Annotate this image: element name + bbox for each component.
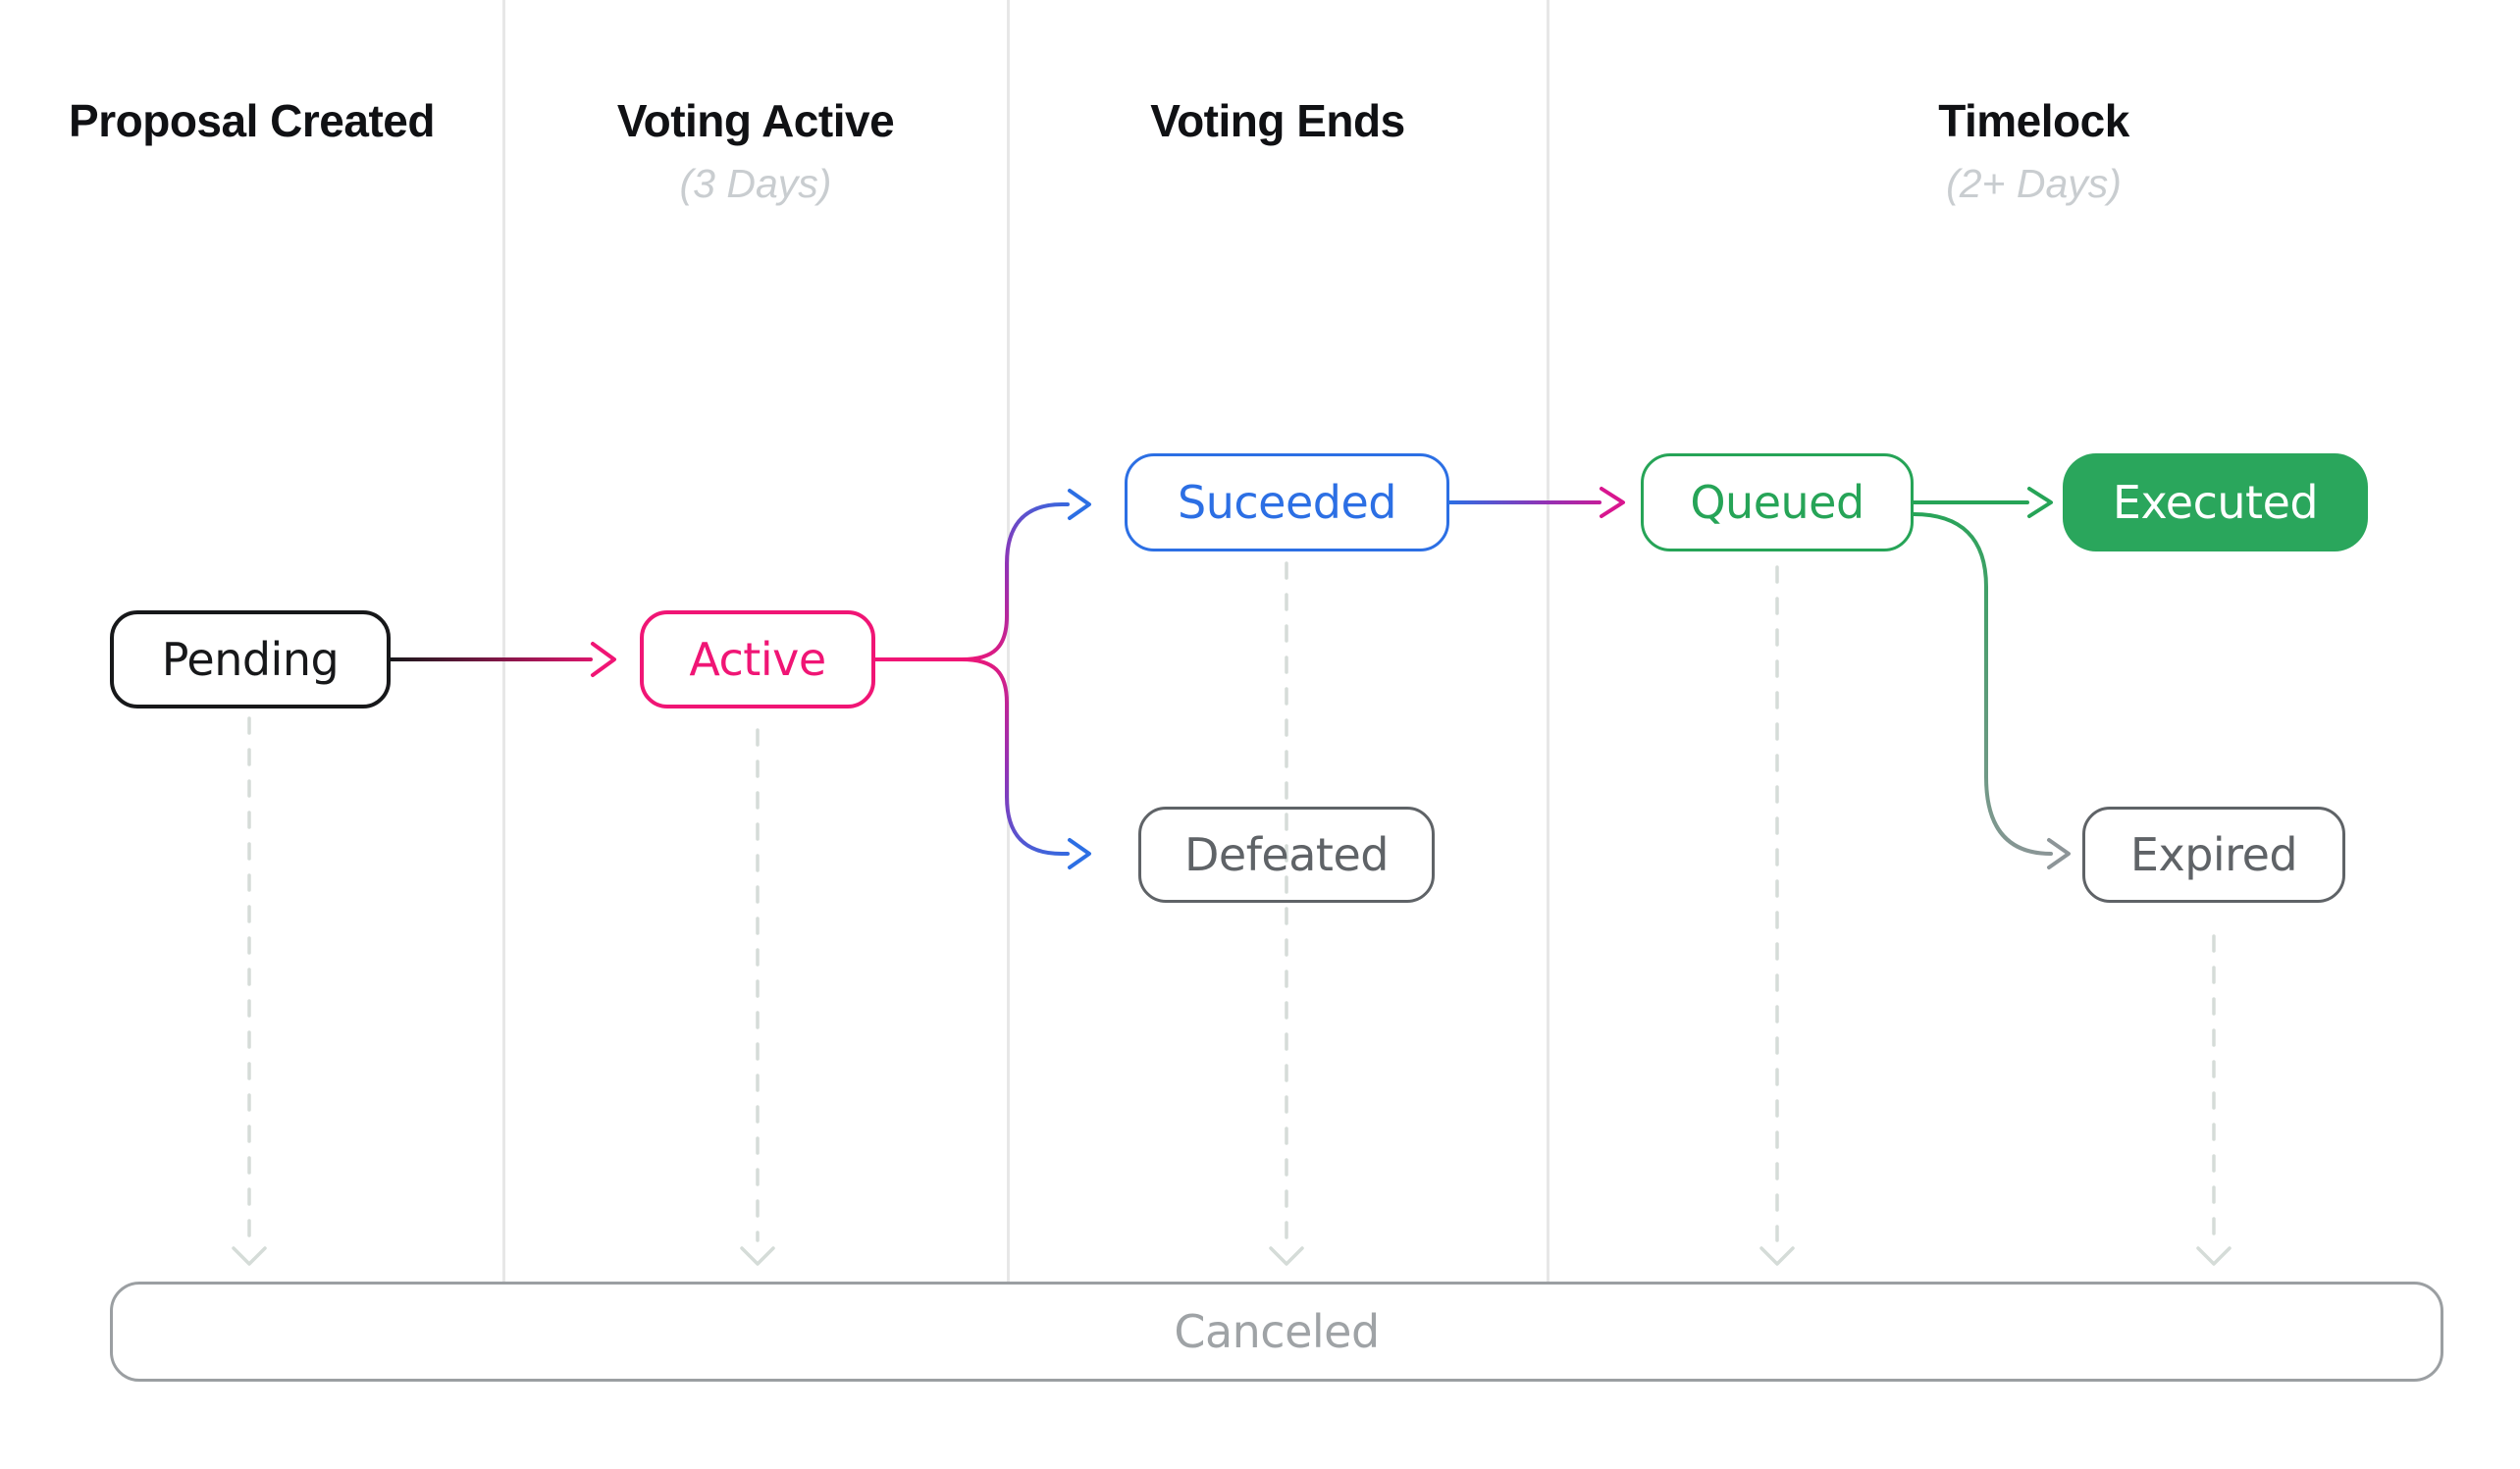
edge-queued-to-expired — [1912, 512, 2053, 856]
arrowhead-active-to-defeated — [1068, 838, 1091, 869]
arrowhead-expired-to-canceled — [2196, 1246, 2231, 1266]
column-subtitle: (3 Days) — [679, 161, 832, 206]
state-succeeded: Suceeded — [1125, 453, 1449, 551]
arrowhead-pending-to-active — [591, 642, 616, 677]
column-title: Proposal Created — [69, 95, 435, 146]
arrowhead-succeeded-to-canceled — [1269, 1246, 1304, 1266]
column-subtitle: (2+ Days) — [1946, 161, 2122, 206]
state-defeated: Defeated — [1138, 807, 1435, 903]
arrowhead-pending-to-canceled — [232, 1246, 267, 1266]
column-title: Voting Active — [616, 95, 895, 146]
column-separator-1 — [502, 0, 505, 1282]
column-title: Voting Ends — [1150, 95, 1405, 146]
column-title: Timelock — [1938, 95, 2129, 146]
state-executed: Executed — [2063, 453, 2368, 551]
state-queued: Queued — [1641, 453, 1914, 551]
edge-active-to-succeeded — [960, 502, 1070, 661]
column-header-timelock: Timelock (2+ Days) — [1548, 0, 2520, 207]
column-header-voting-ends: Voting Ends — [1008, 0, 1548, 147]
edge-active-to-defeated — [960, 657, 1070, 856]
arrowhead-active-to-canceled — [740, 1246, 775, 1266]
arrowhead-active-to-succeeded — [1068, 489, 1091, 520]
arrowhead-succeeded-to-queued — [1600, 487, 1625, 518]
column-header-voting-active: Voting Active (3 Days) — [503, 0, 1008, 207]
column-separator-3 — [1547, 0, 1549, 1282]
arrowhead-queued-to-expired — [2047, 838, 2071, 869]
state-canceled: Canceled — [110, 1282, 2443, 1382]
state-expired: Expired — [2082, 807, 2345, 903]
arrowhead-queued-to-executed — [2027, 487, 2053, 518]
column-separator-2 — [1007, 0, 1010, 1282]
state-pending: Pending — [110, 610, 391, 708]
arrowhead-queued-to-canceled — [1759, 1246, 1795, 1266]
state-active: Active — [640, 610, 875, 708]
column-header-proposal-created: Proposal Created — [0, 0, 503, 147]
